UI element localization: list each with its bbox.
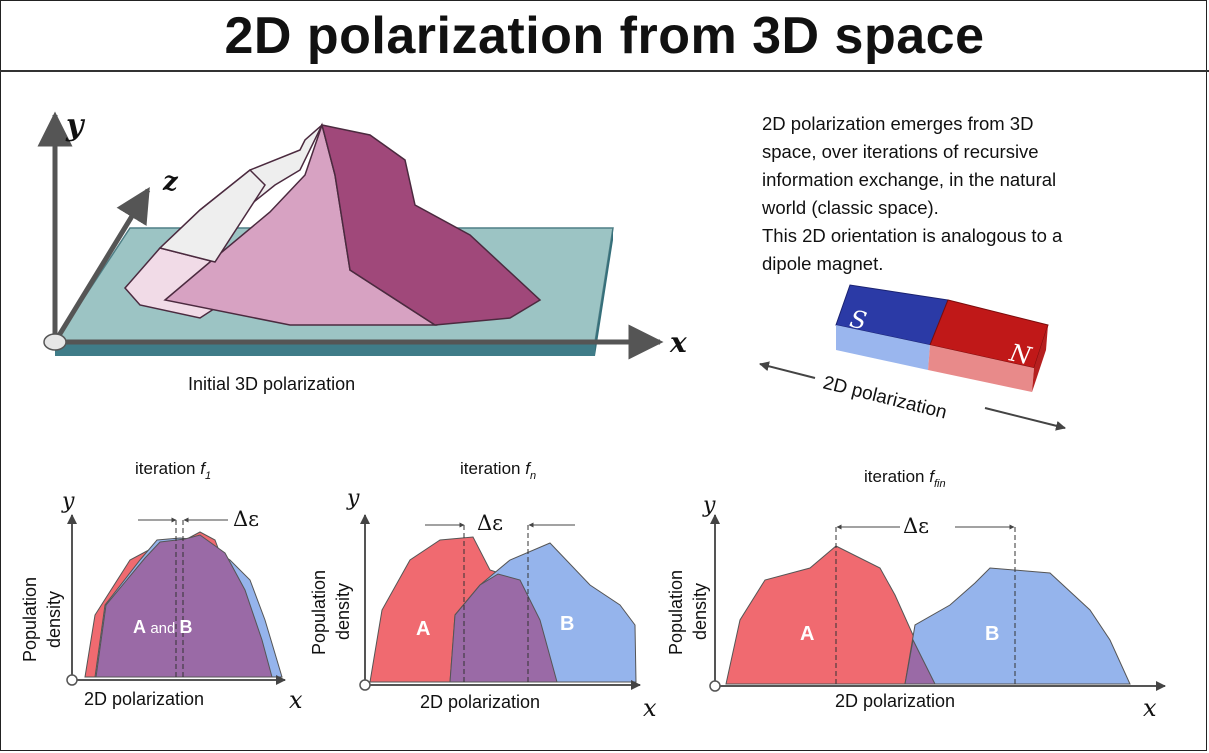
origin-marker — [43, 333, 67, 351]
y-axis-label: y — [65, 108, 86, 143]
description-line: space, over iterations of recursive — [762, 141, 1039, 162]
panel2-label-b: B — [560, 613, 574, 635]
magnet-arrow-right — [984, 407, 1066, 431]
panel1-x-label: x — [289, 686, 303, 714]
magnet-arrow-left — [759, 361, 816, 379]
title-bar: 2D polarization from 3D space — [0, 0, 1209, 72]
panel1-x-title: 2D polarization — [84, 689, 204, 709]
panel2-y-title-2: density — [333, 583, 353, 640]
description-text: 2D polarization emerges from 3D space, o… — [762, 110, 1182, 278]
panel3-label-a: A — [800, 623, 814, 645]
top-caption: Initial 3D polarization — [188, 374, 355, 394]
panel1-overlap — [95, 534, 273, 678]
description-line: world (classic space). — [762, 197, 939, 218]
z-axis-label: z — [162, 167, 179, 197]
description-line: This 2D orientation is analogous to a — [762, 225, 1063, 246]
panel3-x-title: 2D polarization — [835, 691, 955, 711]
panel3-label-b: B — [985, 623, 999, 645]
panel1-label-ab: A and B — [133, 617, 193, 637]
panel-iteration-fn: iteration fn Δε A B y x 2D polarization … — [309, 459, 657, 722]
magnet-front-south — [836, 325, 930, 370]
panel1-title: iteration f1 — [135, 459, 211, 482]
magnet-south-letter: S — [847, 305, 869, 336]
panel3-delta: Δε — [903, 514, 929, 538]
mountain-white-left — [158, 168, 266, 263]
panel2-title: iteration fn — [460, 459, 536, 482]
panel3-curve-b — [904, 567, 1131, 685]
panel-iteration-ffin: iteration ffin Δε A B y x 2D polarizatio… — [666, 467, 1166, 722]
description-line: 2D polarization emerges from 3D — [762, 113, 1034, 134]
magnet-label: 2D polarization — [821, 372, 949, 423]
page-title: 2D polarization from 3D space — [224, 7, 985, 65]
panel3-title: iteration ffin — [864, 467, 946, 490]
panel1-y-title-2: density — [44, 591, 64, 648]
panel3-x-label: x — [1143, 694, 1157, 722]
panel3-y-title-2: density — [690, 583, 710, 640]
panel2-y-title-1: Population — [309, 570, 329, 655]
magnet-side — [1032, 325, 1048, 392]
mountain-dark-face — [320, 124, 542, 326]
panel2-overlap — [449, 573, 558, 683]
x-axis-label: x — [669, 326, 687, 359]
panel1-y-label: y — [61, 489, 75, 514]
panel2-x-label: x — [643, 694, 657, 722]
description-line: dipole magnet. — [762, 253, 884, 274]
panel2-y-label: y — [346, 486, 360, 511]
panel2-delta: Δε — [477, 511, 503, 535]
magnet-front-north — [928, 345, 1034, 392]
panel1-y-title-1: Population — [20, 577, 40, 662]
panel2-x-title: 2D polarization — [420, 692, 540, 712]
panel1-delta: Δε — [233, 507, 259, 531]
panel2-label-a: A — [416, 618, 430, 640]
z-axis — [52, 187, 151, 344]
panel3-origin — [709, 680, 721, 692]
panel3-y-label: y — [702, 493, 716, 518]
panel1-origin — [66, 674, 78, 686]
description-line: information exchange, in the natural — [762, 169, 1057, 190]
panel-iteration-f1: iteration f1 Δε A and B y x 2D polarizat… — [20, 459, 303, 714]
panel3-y-title-1: Population — [666, 570, 686, 655]
initial-3d-illustration: y z x Initial 3D polarization — [37, 108, 687, 394]
base-plane-front-edge — [55, 342, 595, 356]
panel2-origin — [359, 679, 371, 691]
base-plane-side-edge — [595, 228, 613, 356]
panel3-overlap — [904, 638, 936, 685]
panel3-curve-a — [725, 545, 936, 685]
dipole-magnet: S N 2D polarization — [759, 284, 1066, 431]
